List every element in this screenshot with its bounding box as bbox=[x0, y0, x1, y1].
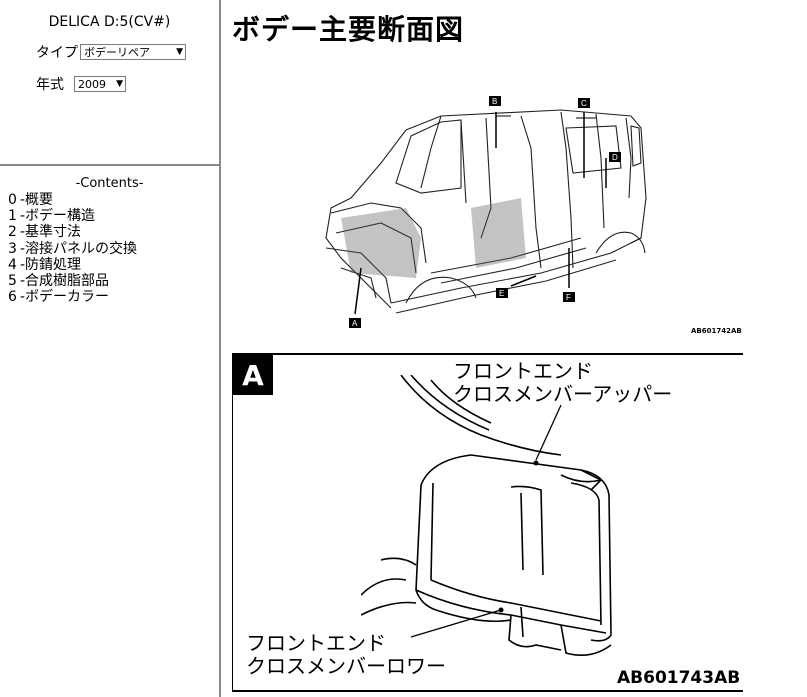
contents-item-plastic-parts[interactable]: 5-合成樹脂部品 bbox=[8, 273, 110, 290]
section-marker-a[interactable]: A bbox=[349, 267, 362, 328]
contents-item-reference-dimensions[interactable]: 2-基準寸法 bbox=[8, 224, 82, 241]
section-marker-f[interactable]: F bbox=[563, 248, 575, 302]
svg-text:D: D bbox=[612, 153, 618, 162]
lower-member-leader bbox=[410, 609, 502, 638]
year-label: 年式 bbox=[36, 77, 64, 93]
contents-list: 0-概要 1-ボデー構造 2-基準寸法 3-溶接パネルの交換 4-防錆処理 5-… bbox=[8, 192, 137, 305]
year-row: 年式 2009 ▼ bbox=[36, 74, 126, 94]
model-selector-panel: DELICA D:5(CV#) タイプ ボデーリペア ▼ 年式 2009 ▼ bbox=[0, 0, 221, 166]
year-select[interactable]: 2009 ▼ bbox=[74, 76, 126, 92]
detail-figure-id: AB601743AB bbox=[617, 668, 741, 688]
type-row: タイプ ボデーリペア ▼ bbox=[36, 42, 186, 62]
svg-text:E: E bbox=[499, 289, 504, 298]
contents-item-rust-prevention[interactable]: 4-防錆処理 bbox=[8, 256, 82, 273]
type-label: タイプ bbox=[36, 45, 78, 61]
contents-item-body-structure[interactable]: 1-ボデー構造 bbox=[8, 208, 96, 225]
page-title: ボデー主要断面図 bbox=[232, 13, 465, 46]
section-marker-b[interactable]: B bbox=[489, 96, 511, 148]
type-select-value: ボデーリペア bbox=[84, 46, 150, 59]
year-select-value: 2009 bbox=[78, 77, 106, 91]
model-name: DELICA D:5(CV#) bbox=[48, 14, 171, 30]
section-marker-d[interactable]: D bbox=[605, 152, 621, 188]
svg-text:F: F bbox=[566, 293, 571, 302]
contents-panel bbox=[0, 166, 221, 697]
contents-heading: -Contents- bbox=[75, 176, 144, 191]
main-content: ボデー主要断面図 bbox=[221, 0, 807, 697]
section-markers: B C D E F bbox=[349, 96, 621, 328]
overview-figure-id: AB601742AB bbox=[691, 327, 742, 335]
svg-text:C: C bbox=[581, 99, 587, 108]
contents-item-welded-panel-replacement[interactable]: 3-溶接パネルの交換 bbox=[8, 240, 138, 257]
cross-member-illustration bbox=[361, 375, 612, 656]
detail-panel-a: A bbox=[232, 353, 743, 692]
upper-member-leader bbox=[535, 404, 562, 461]
chevron-down-icon: ▼ bbox=[176, 47, 183, 57]
section-marker-e[interactable]: E bbox=[496, 275, 537, 298]
svg-text:B: B bbox=[492, 97, 497, 106]
contents-item-overview[interactable]: 0-概要 bbox=[8, 192, 54, 208]
lower-member-label: フロントエンド クロスメンバーロワー bbox=[246, 631, 446, 678]
body-overview-illustration: B C D E F bbox=[325, 96, 647, 328]
type-select[interactable]: ボデーリペア ▼ bbox=[80, 44, 186, 60]
upper-member-label: フロントエンド クロスメンバーアッパー bbox=[453, 359, 673, 406]
detail-tag: A bbox=[233, 355, 273, 395]
svg-text:A: A bbox=[352, 319, 358, 328]
chevron-down-icon: ▼ bbox=[116, 79, 123, 89]
contents-item-body-color[interactable]: 6-ボデーカラー bbox=[8, 289, 110, 306]
section-marker-c[interactable]: C bbox=[576, 98, 596, 178]
